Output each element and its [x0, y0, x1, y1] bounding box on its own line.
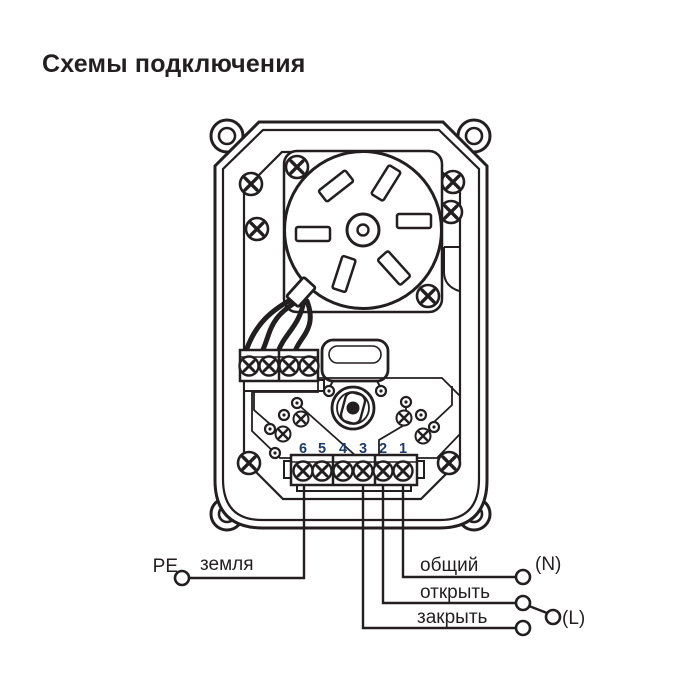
pcb-screw-icon	[274, 425, 292, 443]
screw-icon	[436, 450, 462, 476]
pcb-outline	[251, 377, 461, 459]
pcb-pad	[399, 395, 413, 409]
pcb-screw-icon	[414, 427, 432, 445]
terminal-screw-3	[352, 460, 374, 482]
label-ground: земля	[200, 554, 254, 575]
wire-common	[401, 485, 519, 579]
capacitor	[320, 338, 390, 398]
terminal-number-5: 5	[318, 441, 326, 457]
motor-slot	[331, 254, 357, 294]
terminal-numbers: 6 5 4 3 2 1	[299, 441, 407, 457]
terminal-screw-icon	[278, 355, 300, 377]
pcb-traces	[253, 386, 453, 457]
terminal-circle-line	[544, 608, 562, 626]
motor-slot	[376, 250, 412, 286]
lower-terminal-block	[283, 453, 425, 492]
label-pe: PE	[153, 556, 178, 577]
pcb-pad	[427, 420, 441, 434]
switch-lever	[528, 604, 548, 615]
screw-icon	[238, 171, 264, 197]
motor-slot	[370, 164, 402, 202]
pcb-pad	[414, 408, 428, 422]
label-line: (L)	[562, 608, 585, 629]
terminal-circle-close	[514, 619, 532, 637]
wire-open	[381, 485, 519, 605]
wire-gland	[285, 276, 317, 308]
terminal-number-6: 6	[299, 441, 307, 457]
motor-slot	[395, 212, 433, 230]
pcb-pad	[290, 396, 304, 410]
case-inner-outline	[221, 128, 481, 522]
screw-icon	[440, 169, 466, 195]
label-close: закрыть	[417, 607, 488, 628]
screw-icon	[438, 199, 464, 225]
motor	[283, 150, 443, 310]
label-open: открыть	[420, 582, 490, 603]
panel-notch	[443, 246, 460, 292]
capacitor-pad	[374, 384, 388, 398]
page-title: Схемы подключения	[42, 50, 306, 78]
circuit-board	[251, 377, 461, 460]
label-common: общий	[420, 555, 478, 576]
terminal-screw-icon	[258, 355, 280, 377]
pcb-pad	[277, 408, 291, 422]
pcb-pad	[268, 446, 282, 460]
terminal-screw-6	[292, 460, 314, 482]
screw-icon	[284, 154, 310, 180]
pcb-screw-icon	[292, 410, 310, 428]
screw-icon	[244, 216, 270, 242]
terminal-screw-5	[311, 460, 333, 482]
cam	[330, 385, 376, 431]
terminal-screw-icon	[238, 355, 260, 377]
external-wires	[185, 485, 548, 630]
pcb-pad	[263, 422, 277, 436]
motor-vent-slots	[294, 164, 433, 294]
label-neutral: (N)	[535, 554, 561, 575]
terminal-screw-icon	[298, 355, 320, 377]
motor-slot	[317, 169, 355, 203]
capacitor-pad	[322, 384, 336, 398]
wire-close	[361, 485, 519, 630]
pcb-screw-icon	[395, 409, 413, 427]
screw-icon	[415, 283, 441, 309]
terminal-circle-open	[514, 594, 532, 612]
upper-terminal-block	[238, 348, 325, 392]
terminal-number-2: 2	[379, 441, 387, 457]
screw-icon	[236, 450, 262, 476]
terminal-screw-2	[372, 460, 394, 482]
motor-slot	[294, 225, 332, 243]
wiring-labels: PE земля общий (N) открыть закрыть (L)	[153, 554, 586, 629]
terminal-number-4: 4	[339, 441, 347, 457]
motor-shaft	[356, 223, 370, 237]
terminal-screw-1	[392, 460, 414, 482]
terminal-number-3: 3	[359, 441, 367, 457]
terminal-screw-4	[332, 460, 354, 482]
terminal-number-1: 1	[399, 441, 407, 457]
wire-pe-ground	[185, 485, 306, 580]
terminal-circle-neutral	[514, 568, 532, 586]
